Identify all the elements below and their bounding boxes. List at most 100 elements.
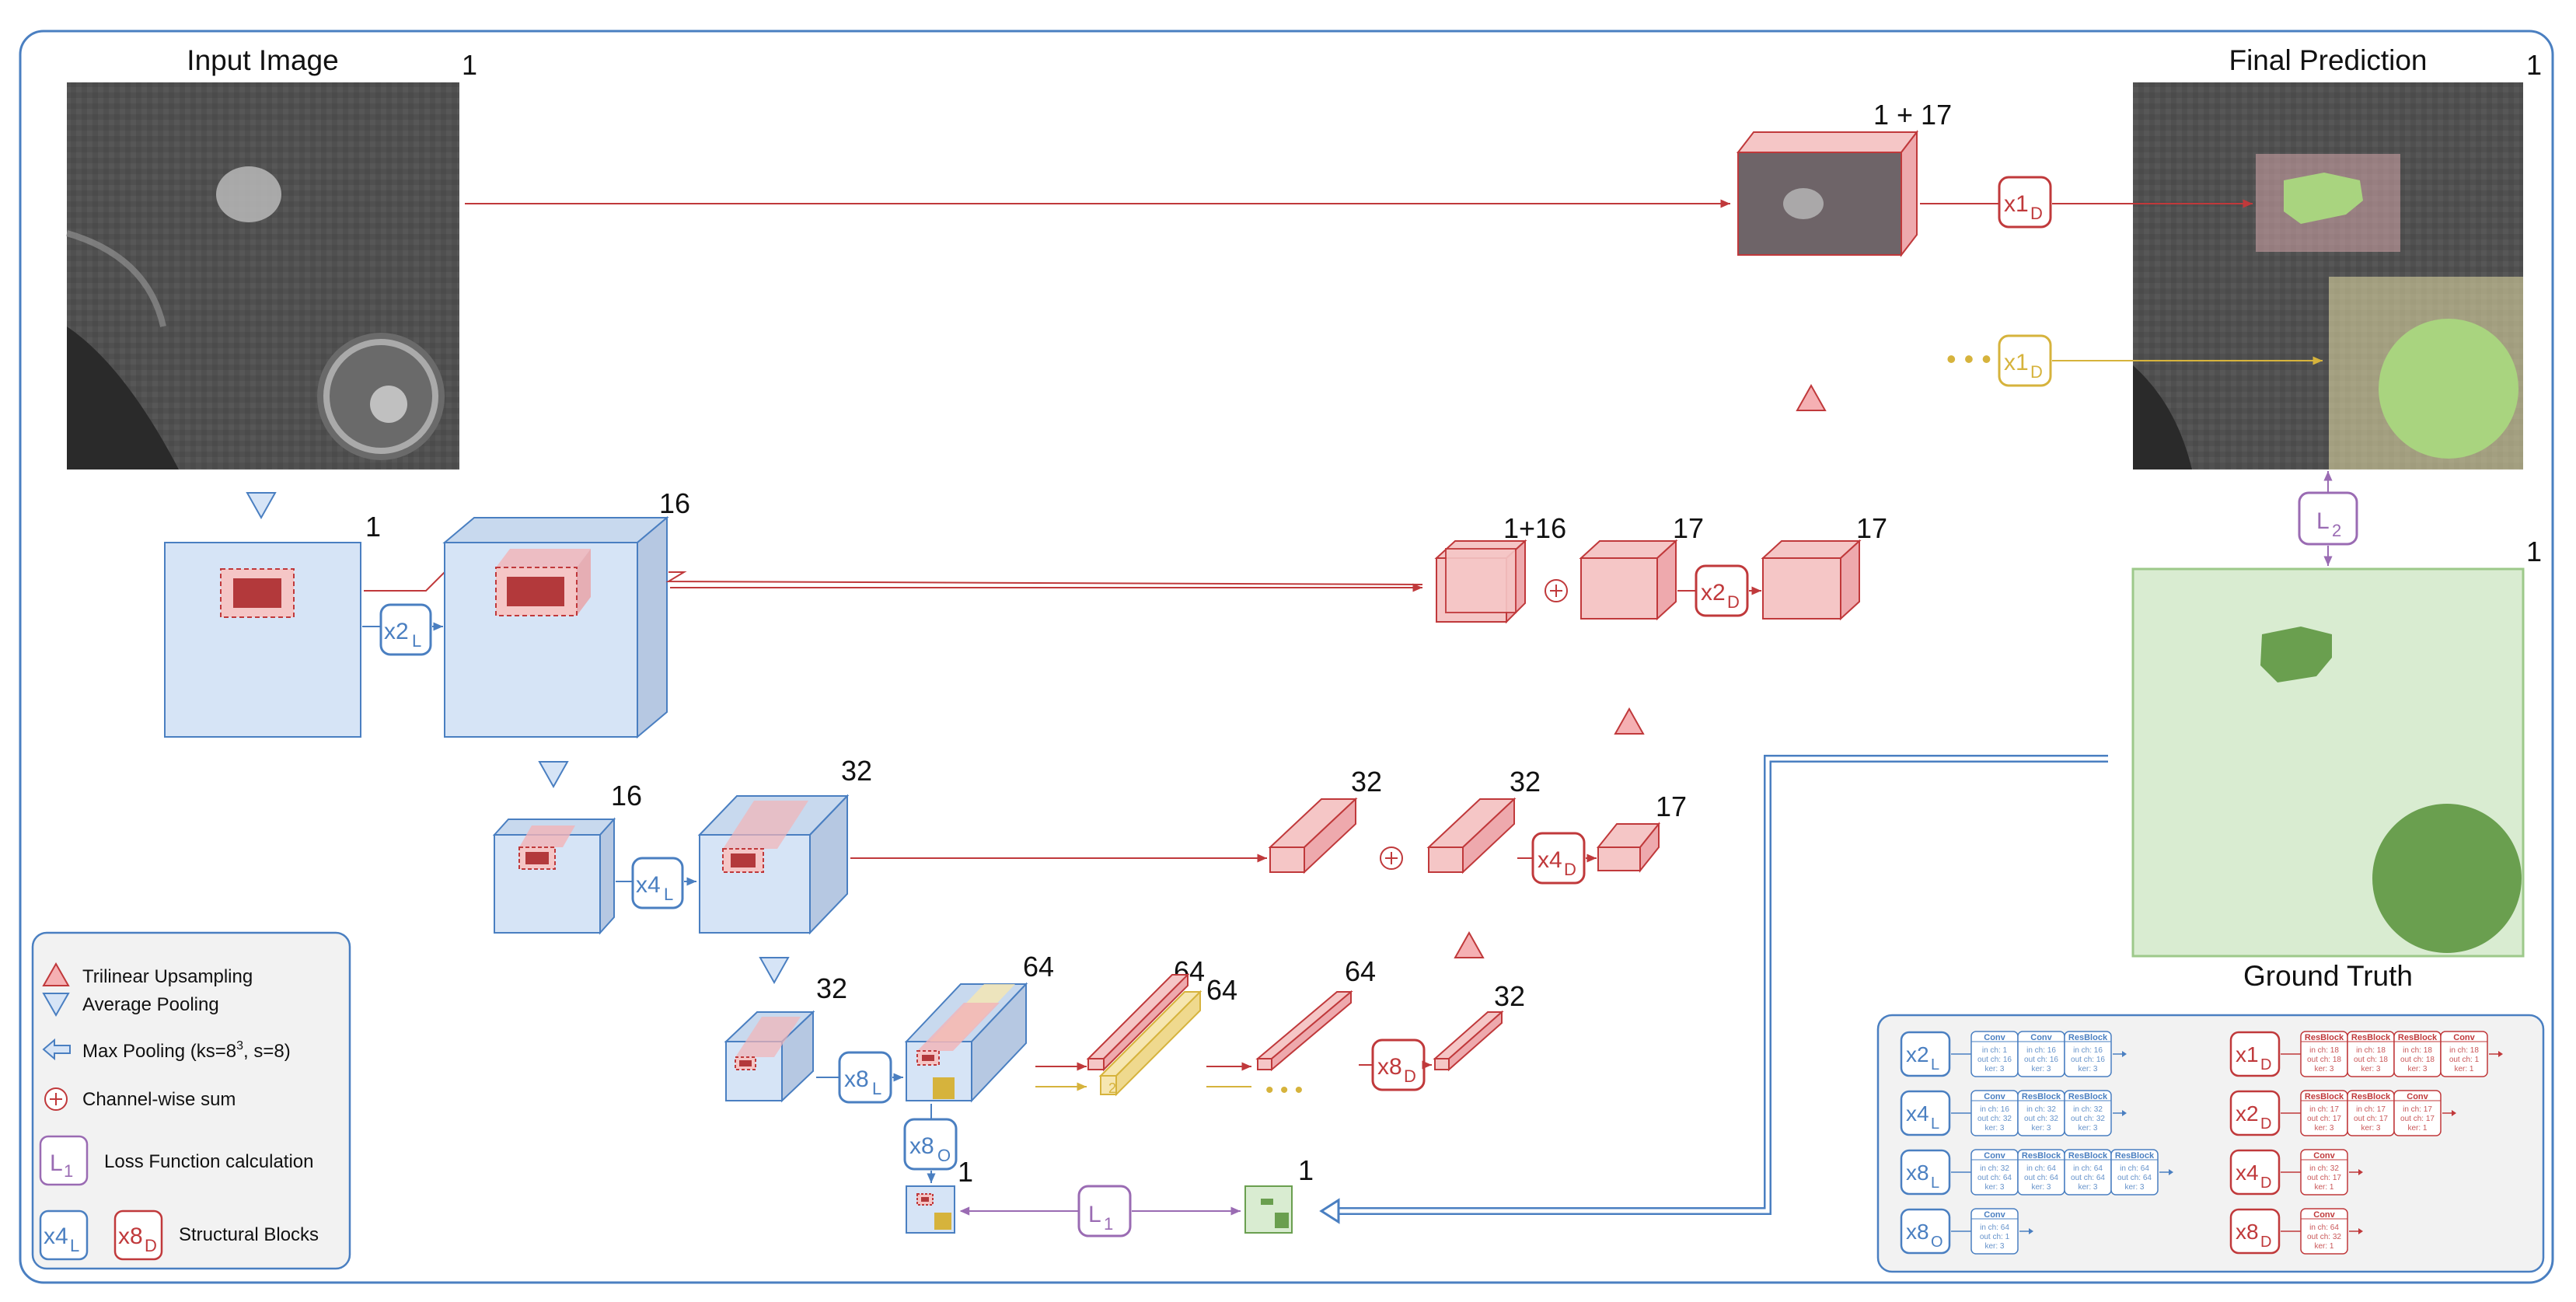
- legend-label-upsampling: Trilinear Upsampling: [82, 966, 253, 987]
- svg-text:D: D: [2260, 1175, 2271, 1192]
- svg-text:in ch: 16: in ch: 16: [1980, 1105, 2009, 1114]
- d1-fused-label: 1+16: [1503, 512, 1566, 544]
- svg-text:out ch: 32: out ch: 32: [1977, 1115, 2012, 1123]
- x8d-block[interactable]: x8 D: [1371, 1038, 1426, 1091]
- svg-text:ker: 3: ker: 3: [2361, 1065, 2380, 1073]
- svg-text:x8: x8: [909, 1133, 934, 1159]
- svg-text:D: D: [1727, 592, 1740, 612]
- x1d-red-block[interactable]: x1 D: [1998, 176, 2052, 229]
- legend: Trilinear Upsampling Average Pooling Max…: [31, 931, 351, 1270]
- l1-box-channel-label: 1: [365, 511, 381, 543]
- svg-text:ker: 3: ker: 3: [2031, 1183, 2051, 1192]
- d2-b-label: 32: [1510, 766, 1541, 798]
- svg-text:Conv: Conv: [1984, 1210, 2005, 1220]
- legend-sum-icon: [44, 1087, 68, 1111]
- x4l-block[interactable]: x4 L: [631, 857, 684, 909]
- final-prediction-title: Final Prediction: [2229, 44, 2427, 76]
- svg-text:out ch: 1: out ch: 1: [2449, 1056, 2480, 1064]
- svg-text:Conv: Conv: [2313, 1151, 2335, 1161]
- svg-text:x4: x4: [1906, 1101, 1929, 1126]
- yellow-dots-bottom: • • •: [1265, 1077, 1303, 1103]
- d2-c-label: 17: [1656, 791, 1687, 822]
- ground-truth-title: Ground Truth: [2243, 960, 2413, 992]
- svg-text:L: L: [50, 1150, 63, 1176]
- svg-text:out ch: 32: out ch: 32: [2307, 1233, 2341, 1241]
- svg-text:in ch: 64: in ch: 64: [2309, 1223, 2339, 1232]
- d1-b-volume: [1761, 539, 1862, 621]
- svg-text:L: L: [664, 885, 673, 904]
- svg-text:ker: 3: ker: 3: [1984, 1124, 2004, 1133]
- svg-text:out ch: 18: out ch: 18: [2400, 1056, 2435, 1064]
- x1d-yellow-block[interactable]: x1 D: [1998, 334, 2052, 387]
- l1-encoded-volume: [442, 515, 669, 739]
- svg-text:in ch: 1: in ch: 1: [1982, 1046, 2008, 1055]
- l2-top-channel-label: 32: [841, 755, 872, 787]
- svg-text:x1: x1: [2004, 350, 2029, 375]
- svg-text:ker: 1: ker: 1: [2314, 1242, 2333, 1251]
- gt-feedback-arrowhead: [1319, 1198, 1340, 1224]
- x4d-block[interactable]: x4 D: [1531, 832, 1586, 885]
- svg-text:D: D: [2030, 362, 2043, 382]
- l3-top-channel-label: 64: [1023, 951, 1054, 983]
- d2-b-volume: [1426, 797, 1517, 874]
- svg-text:ker: 3: ker: 3: [2031, 1065, 2051, 1073]
- svg-text:1: 1: [64, 1161, 73, 1181]
- yellow-dots-top: • • •: [1946, 343, 1991, 375]
- legend-label-maxpool: Max Pooling (ks=83, s=8): [82, 1039, 291, 1062]
- svg-text:x1: x1: [2236, 1042, 2259, 1066]
- svg-text:1: 1: [1104, 1214, 1113, 1234]
- legend-label-structural: Structural Blocks: [179, 1224, 319, 1245]
- svg-text:x4: x4: [44, 1223, 68, 1249]
- outer-frame: [19, 30, 2554, 1284]
- svg-text:out ch: 16: out ch: 16: [2024, 1056, 2058, 1064]
- svg-text:x8: x8: [2236, 1220, 2259, 1244]
- skip-arrow-l1: [665, 571, 1423, 585]
- d3-c-label: 32: [1494, 980, 1525, 1012]
- svg-text:x8: x8: [1377, 1054, 1402, 1080]
- d1-b-label: 17: [1856, 512, 1887, 544]
- x2d-block[interactable]: x2 D: [1695, 564, 1749, 617]
- svg-text:out ch: 64: out ch: 64: [2117, 1174, 2152, 1182]
- svg-text:out ch: 1: out ch: 1: [1980, 1233, 2010, 1241]
- svg-text:in ch: 32: in ch: 32: [2309, 1164, 2339, 1173]
- svg-text:Conv: Conv: [2407, 1092, 2428, 1101]
- svg-text:L: L: [872, 1079, 881, 1098]
- svg-text:L: L: [2316, 508, 2330, 534]
- legend-label-avgpool: Average Pooling: [82, 994, 219, 1015]
- x2l-block[interactable]: x2 L: [379, 603, 432, 656]
- svg-text:x2: x2: [2236, 1101, 2259, 1126]
- legend-avgpool-icon: [42, 993, 70, 1018]
- d3-a-volume: 2: [1086, 972, 1202, 1097]
- svg-text:D: D: [1404, 1066, 1416, 1086]
- svg-text:ker: 1: ker: 1: [2407, 1124, 2427, 1133]
- svg-text:x8: x8: [118, 1223, 143, 1249]
- svg-text:in ch: 17: in ch: 17: [2356, 1105, 2386, 1114]
- top-fused-label: 1 + 17: [1873, 99, 1952, 131]
- svg-text:ker: 3: ker: 3: [1984, 1183, 2004, 1192]
- svg-text:ker: 3: ker: 3: [2407, 1065, 2427, 1073]
- svg-text:x2: x2: [1906, 1042, 1929, 1066]
- svg-text:out ch: 64: out ch: 64: [2024, 1174, 2058, 1182]
- legend-structural-blue-icon: x4 L: [39, 1209, 89, 1261]
- x8l-block[interactable]: x8 L: [838, 1051, 892, 1104]
- legend-upsample-icon: [42, 962, 70, 986]
- avgpool-triangle-2: [538, 761, 569, 789]
- svg-text:ResBlock: ResBlock: [2398, 1033, 2438, 1042]
- gt-downsampled: [1244, 1185, 1293, 1234]
- svg-text:in ch: 17: in ch: 17: [2403, 1105, 2432, 1114]
- svg-text:ResBlock: ResBlock: [2068, 1151, 2108, 1161]
- svg-text:in ch: 64: in ch: 64: [2120, 1164, 2149, 1173]
- svg-text:L: L: [412, 631, 421, 651]
- svg-text:x8: x8: [1906, 1161, 1929, 1185]
- svg-text:ker: 3: ker: 3: [2314, 1065, 2333, 1073]
- x8o-block[interactable]: x8 O: [903, 1118, 958, 1171]
- svg-text:D: D: [2260, 1115, 2271, 1133]
